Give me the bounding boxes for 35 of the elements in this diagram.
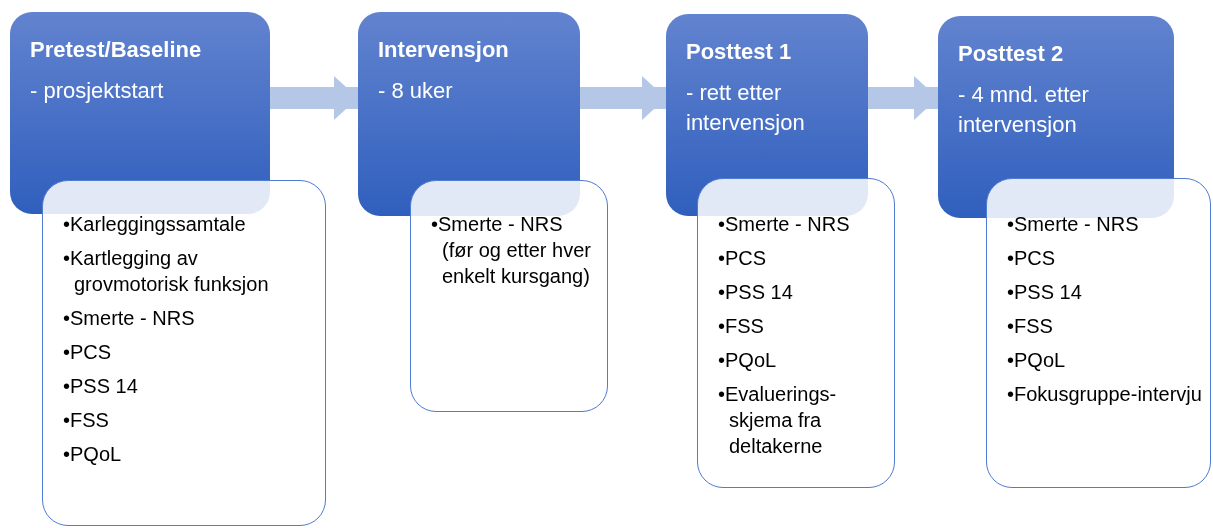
list-item: •Smerte - NRS (1007, 212, 1140, 237)
list-item: •PSS 14 (718, 280, 794, 305)
list-item: •PQoL (718, 348, 778, 373)
list-item: •PCS (1007, 246, 1057, 271)
stage-subtitle: - rett etter intervensjon (686, 79, 806, 137)
stage-title: Posttest 1 (686, 38, 793, 66)
stage-subtitle: - prosjektstart (30, 77, 165, 105)
block-arrow (868, 76, 938, 120)
list-item: •FSS (718, 314, 765, 339)
list-item: •PQoL (63, 442, 123, 467)
list-item: •FSS (1007, 314, 1054, 339)
list-item: •Evaluerings-skjema fra deltakerne (718, 382, 838, 459)
list-item: •PSS 14 (1007, 280, 1083, 305)
stage-subtitle: - 4 mnd. etter intervensjon (958, 81, 1090, 139)
list-item: •Kartlegging av grovmotorisk funksjon (63, 246, 270, 297)
block-arrow (580, 76, 666, 120)
list-item: •PSS 14 (63, 374, 139, 399)
measure-card (986, 178, 1211, 488)
list-item: •PCS (718, 246, 768, 271)
list-item: •PQoL (1007, 348, 1067, 373)
stage-title: Posttest 2 (958, 40, 1065, 68)
list-item: •Smerte - NRS (63, 306, 196, 331)
block-arrow (270, 76, 358, 120)
list-item: •Smerte - NRS (718, 212, 851, 237)
stage-subtitle: - 8 uker (378, 77, 454, 105)
measure-card (42, 180, 326, 526)
measure-card (410, 180, 608, 412)
list-item: •PCS (63, 340, 113, 365)
list-item: •FSS (63, 408, 110, 433)
stage-title: Pretest/Baseline (30, 36, 203, 64)
list-item: •Smerte - NRS (før og etter hver enkelt kursgang) (431, 212, 592, 289)
list-item: •Karleggingssamtale (63, 212, 247, 237)
measure-card (697, 178, 895, 488)
list-item: •Fokusgruppe-intervju (1007, 382, 1202, 407)
stage-title: Intervensjon (378, 36, 510, 64)
